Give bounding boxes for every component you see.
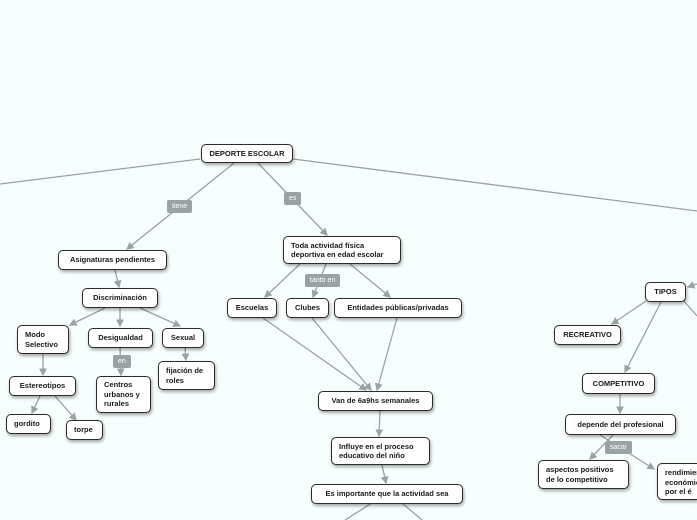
edge-tipos-competitivo: [624, 301, 662, 374]
node-discriminacion[interactable]: Discriminación: [82, 288, 158, 308]
edge-asignaturas-discriminacion: [113, 269, 122, 289]
node-competitivo[interactable]: COMPETITIVO: [582, 373, 655, 394]
node-recreativo[interactable]: RECREATIVO: [554, 325, 621, 345]
node-depende-profesional[interactable]: depende del profesional: [565, 414, 676, 435]
edge-depende-aspectos: [589, 434, 614, 460]
node-clubes[interactable]: Clubes: [286, 298, 329, 318]
node-sexual[interactable]: Sexual: [162, 328, 204, 348]
edge-toda-escuelas: [264, 263, 301, 298]
node-tipos[interactable]: TIPOS: [645, 282, 686, 302]
node-escuelas[interactable]: Escuelas: [227, 298, 277, 318]
node-influye[interactable]: Influye en el proceso educativo del niño: [331, 437, 430, 465]
edge-root-offscreen-right: [292, 158, 697, 212]
node-asignaturas-pendientes[interactable]: Asignaturas pendientes: [58, 250, 167, 270]
edge-estereotipos-torpe: [54, 395, 77, 421]
node-deporte-escolar[interactable]: DEPORTE ESCOLAR: [201, 144, 293, 163]
node-gordito[interactable]: gordito: [6, 414, 51, 434]
node-aspectos-positivos[interactable]: aspectos positivos de lo competitivo: [538, 460, 629, 489]
edge-tipos-recreativo: [610, 300, 647, 325]
edge-sexual-fijacion: [181, 347, 190, 362]
edge-root-offscreen-left: [0, 158, 201, 185]
node-estereotipos[interactable]: Estereotipos: [9, 376, 76, 396]
node-desigualdad[interactable]: Desigualdad: [88, 328, 153, 348]
edge-estereotipos-gordito: [31, 395, 41, 415]
edge-entidades-van: [374, 317, 398, 392]
node-toda-actividad[interactable]: Toda actividad física deportiva en edad …: [283, 236, 401, 264]
node-centros-urbanos-rurales[interactable]: Centros urbanos y rurales: [96, 376, 151, 413]
node-fijacion-de-roles[interactable]: fijación de roles: [158, 361, 215, 390]
edge-label-tanto-en: tanto en: [305, 274, 341, 287]
edge-escuelas-van: [262, 317, 368, 391]
edge-toda-entidades: [349, 263, 392, 298]
edge-influye-importante: [380, 464, 389, 485]
edge-label-es: es: [284, 192, 302, 205]
edge-tipos-offscreen: [682, 299, 697, 317]
edge-label-tiene: tiene: [167, 200, 193, 213]
edge-discriminacion-sexual: [139, 307, 182, 327]
edge-label-en: en: [113, 355, 131, 368]
node-van-6a9hs[interactable]: Van de 6a9hs semanales: [318, 391, 433, 411]
node-entidades[interactable]: Entidades públicas/privadas: [334, 298, 462, 318]
edge-clubes-van: [311, 317, 372, 392]
edge-van-influye: [375, 409, 384, 438]
edge-label-sacar: sacar: [605, 441, 633, 454]
node-es-importante[interactable]: Es importante que la actividad sea: [311, 484, 463, 504]
edge-offscreen-tipos: [686, 281, 697, 289]
node-modo-selectivo[interactable]: Modo Selectivo: [17, 325, 69, 354]
node-rendimiento-economico[interactable]: rendimiento económico por el é: [657, 463, 697, 500]
edge-importante-down-left: [344, 502, 373, 520]
edge-discriminacion-modo: [68, 307, 106, 326]
edge-importante-down-right: [401, 502, 423, 520]
node-torpe[interactable]: torpe: [66, 420, 103, 440]
